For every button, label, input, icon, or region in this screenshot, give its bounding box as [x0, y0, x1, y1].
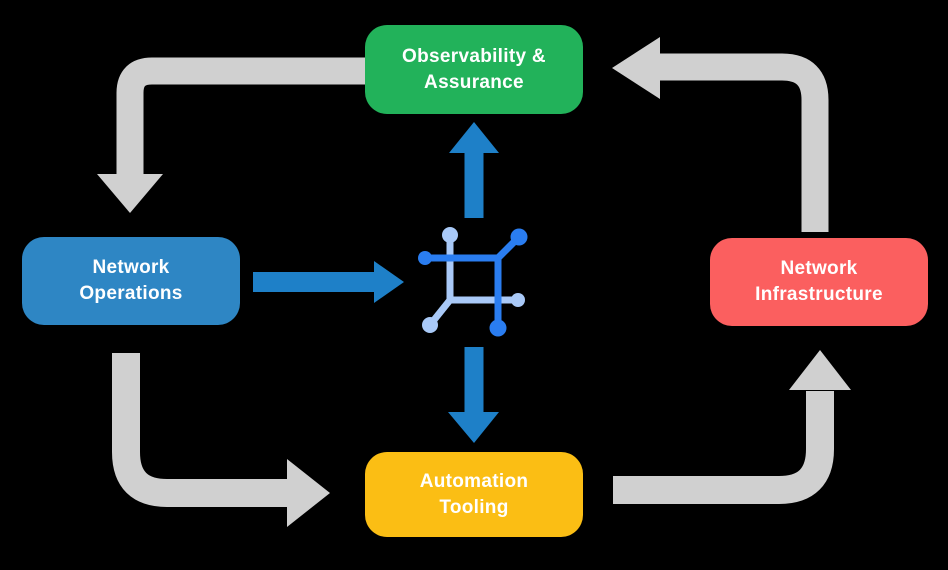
arrow-head-right	[374, 261, 404, 303]
arrow-operations-to-center	[253, 261, 404, 303]
node-label: Observability & Assurance	[402, 45, 546, 93]
node-label: Automation Tooling	[419, 470, 529, 518]
arrow-head-up	[789, 350, 851, 390]
icon-node-dot	[510, 228, 528, 246]
network-automation-icon	[418, 227, 528, 337]
arrow-center-to-tooling	[448, 347, 499, 443]
node-network-operations: Network Operations	[22, 237, 240, 325]
arrow-head-left	[612, 37, 660, 99]
icon-node-dot	[422, 317, 438, 333]
icon-node-dot	[511, 293, 525, 307]
node-label: Network Infrastructure	[755, 258, 883, 305]
arrow-head-up	[449, 122, 499, 153]
arrow-head-down	[448, 412, 499, 443]
arrow-head-right	[287, 459, 330, 527]
arrow-shaft	[112, 353, 289, 507]
icon-dark-dots	[418, 228, 528, 337]
arrow-operations-to-tooling	[112, 353, 330, 527]
node-observability-assurance: Observability & Assurance	[365, 25, 583, 114]
arrow-tooling-to-infrastructure	[613, 350, 851, 504]
arrow-shaft	[116, 57, 370, 176]
icon-node-dot	[418, 251, 432, 265]
node-automation-tooling: Automation Tooling	[365, 452, 583, 537]
icon-light-dots	[422, 227, 525, 333]
arrow-shaft	[658, 53, 829, 232]
arrow-shaft	[613, 391, 834, 504]
arrow-center-to-observability	[449, 122, 499, 218]
arrow-infrastructure-to-observability	[612, 37, 829, 232]
node-label: Network Operations	[79, 257, 183, 304]
arrow-observability-to-operations	[97, 57, 370, 213]
node-network-infrastructure: Network Infrastructure	[710, 238, 928, 326]
icon-node-dot	[442, 227, 458, 243]
icon-node-dot	[489, 319, 507, 337]
arrow-head-down	[97, 174, 163, 213]
